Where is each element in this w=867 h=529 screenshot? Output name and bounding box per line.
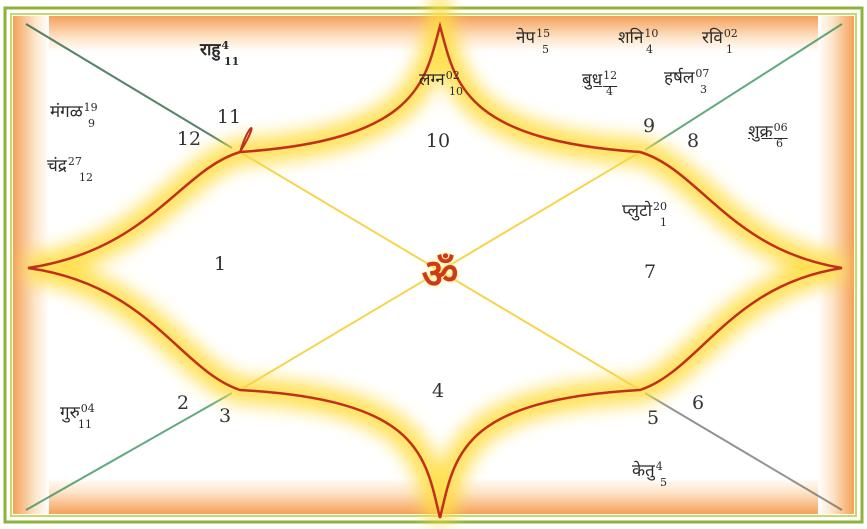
- planet-name: शनि: [618, 28, 643, 48]
- planet-ravi: रवि02 1: [702, 30, 738, 47]
- planet-degree: 27: [68, 155, 82, 168]
- house-number-2: 2: [177, 392, 189, 414]
- om-symbol: ॐ: [422, 245, 458, 300]
- planet-name: लग्न: [419, 70, 445, 90]
- planet-ketu: केतु4 5: [632, 463, 663, 480]
- planet-neptune: नेप15 5: [516, 30, 550, 47]
- planet-name: केतु: [632, 461, 655, 481]
- house-number-12: 12: [177, 128, 201, 150]
- house-number-8: 8: [687, 130, 699, 152]
- planet-degree: 07: [695, 67, 709, 80]
- planet-degree: 04: [81, 402, 95, 415]
- planet-house: 6: [776, 138, 783, 149]
- planet-house: 12: [79, 172, 93, 183]
- planet-name: प्लुटो: [622, 201, 652, 221]
- planet-name: गुरु: [60, 403, 80, 423]
- planet-house: 1: [660, 217, 667, 228]
- planet-shani: शनि10 4: [618, 30, 658, 47]
- planet-name: बुध: [582, 70, 602, 90]
- planet-lagna: लग्न02 10: [419, 72, 460, 89]
- planet-degree: 4: [221, 39, 229, 52]
- planet-shukra: शुक्र06 6: [748, 124, 788, 141]
- house-number-11: 11: [217, 106, 241, 128]
- planet-mangal: मंगळ19 9: [50, 104, 98, 121]
- planet-harshal: हर्षल07 3: [664, 70, 709, 87]
- planet-house: 5: [542, 44, 549, 55]
- planet-budh: बुध12 4: [582, 72, 617, 89]
- planet-pluto: प्लुटो20 1: [622, 203, 667, 220]
- planet-house: 5: [660, 477, 667, 488]
- planet-house: 11: [224, 56, 239, 67]
- house-number-6: 6: [692, 392, 704, 414]
- planet-chandra: चंद्र27 12: [47, 158, 82, 175]
- house-number-3: 3: [219, 405, 231, 427]
- house-number-1: 1: [214, 253, 226, 275]
- planet-guru: गुरु04 11: [60, 405, 95, 422]
- planet-name: मंगळ: [50, 102, 83, 122]
- planet-degree: 06: [774, 121, 788, 134]
- house-number-5: 5: [647, 407, 659, 429]
- planet-name: रवि: [702, 28, 723, 48]
- planet-house: 4: [606, 86, 613, 97]
- planet-degree: 02: [446, 69, 460, 82]
- planet-name: नेप: [516, 28, 535, 48]
- planet-degree: 12: [603, 69, 617, 82]
- planet-name: राहु: [200, 40, 220, 60]
- planet-house: 11: [78, 419, 92, 430]
- planet-house: 9: [88, 118, 95, 129]
- planet-degree: 4: [656, 460, 663, 473]
- house-number-4: 4: [432, 380, 444, 402]
- planet-degree: 10: [644, 27, 658, 40]
- house-number-10: 10: [426, 130, 450, 152]
- planet-house: 1: [726, 44, 733, 55]
- planet-degree: 20: [653, 200, 667, 213]
- planet-rahu: राहु4 11: [200, 42, 229, 59]
- planet-house: 10: [449, 86, 463, 97]
- planet-degree: 15: [536, 27, 550, 40]
- planet-name: चंद्र: [47, 156, 67, 176]
- house-number-7: 7: [644, 261, 656, 283]
- planet-name: हर्षल: [664, 68, 694, 88]
- house-number-9: 9: [643, 115, 655, 137]
- planet-name: शुक्र: [748, 122, 773, 142]
- planet-degree: 19: [84, 101, 98, 114]
- planet-degree: 02: [724, 27, 738, 40]
- planet-house: 3: [700, 84, 707, 95]
- planet-house: 4: [646, 44, 653, 55]
